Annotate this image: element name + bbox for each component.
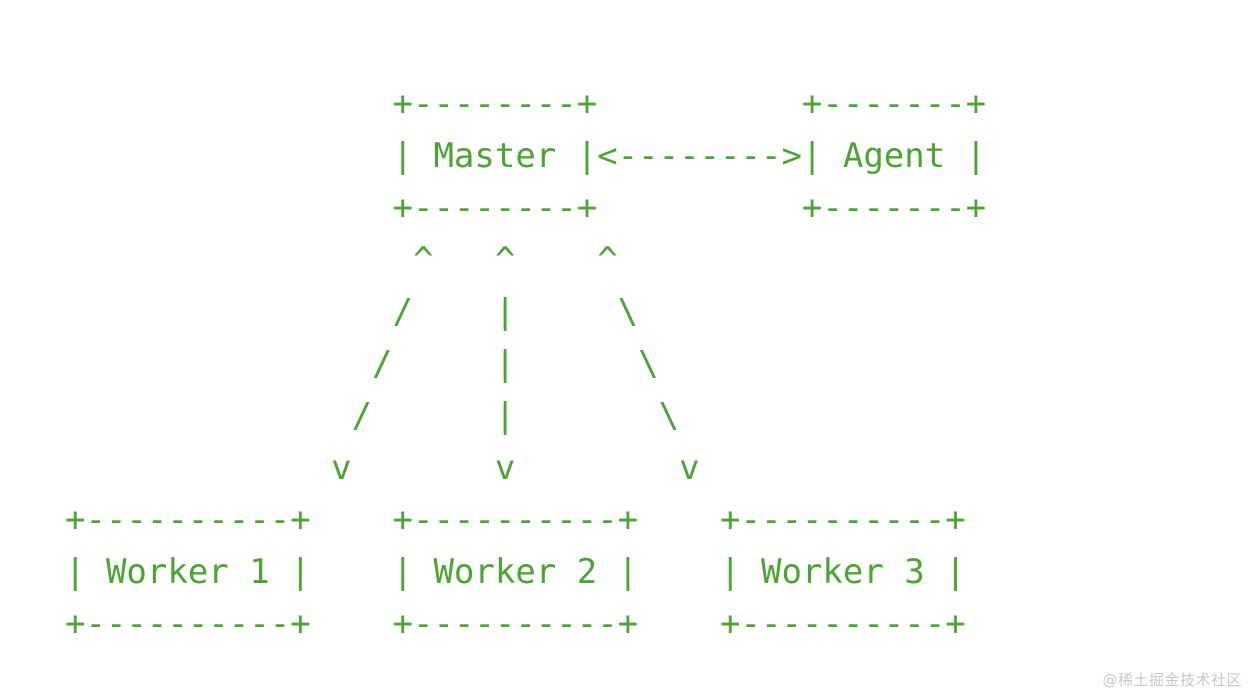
- ascii-architecture-diagram: +--------+ +-------+ | Master |<--------…: [65, 84, 987, 644]
- watermark-label: @稀土掘金技术社区: [1102, 671, 1242, 689]
